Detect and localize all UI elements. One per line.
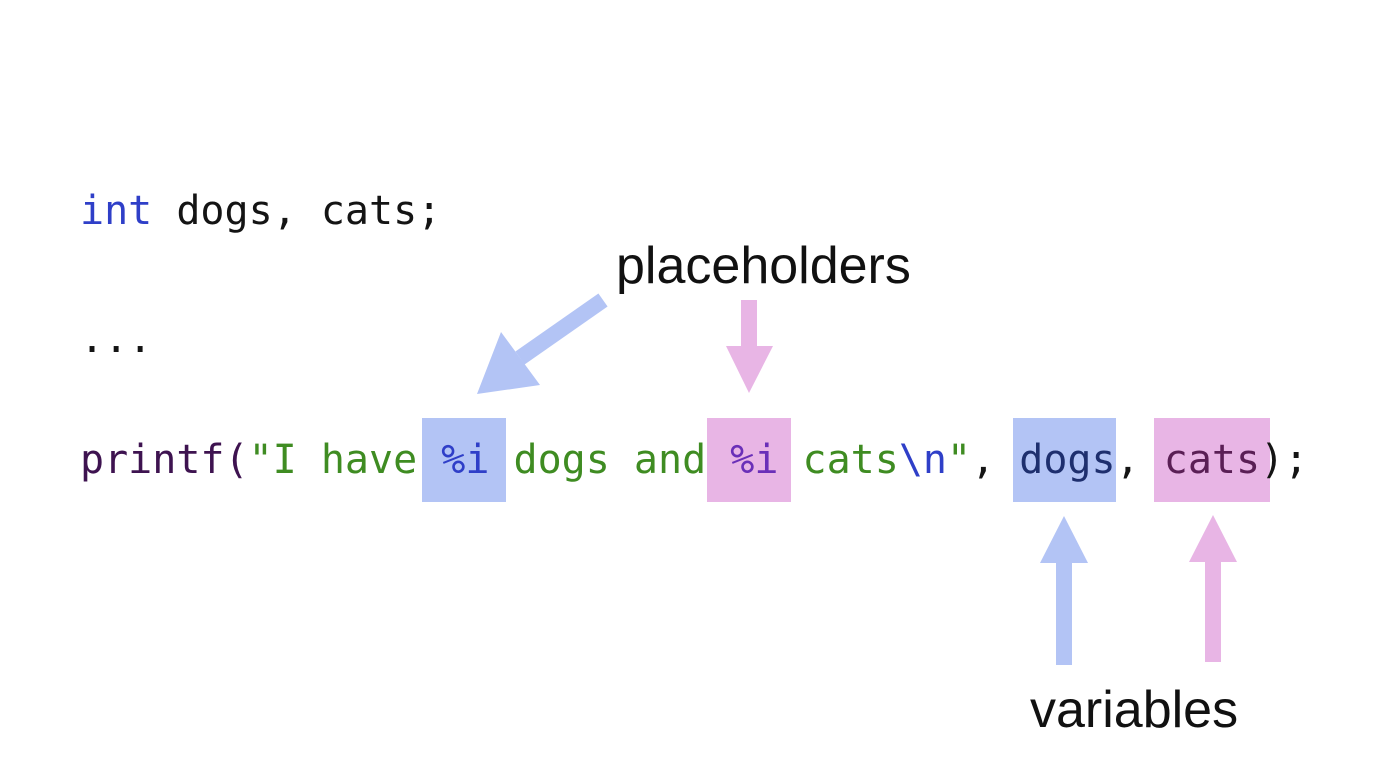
string-end: cats [778,437,899,483]
variable-dogs: dogs [1019,437,1116,483]
variable-dogs-highlight [1013,418,1116,502]
printf-function: printf( [80,437,249,483]
placeholder-2-arrow [726,300,773,393]
placeholder-2-highlight [707,418,791,502]
declaration-line: int dogs, cats; [80,187,441,235]
string-close-quote: " [947,437,972,483]
string-mid: dogs and [489,437,731,483]
placeholder-1-arrow [477,293,608,394]
argument-separator-1: , [971,437,1020,483]
declaration-rest: dogs, cats; [152,188,442,234]
printf-close: ); [1260,437,1309,483]
placeholders-label: placeholders [616,237,911,295]
string-start: "I have [248,437,442,483]
ellipsis-line: ... [80,316,153,362]
placeholder-2: %i [730,437,779,483]
variable-cats: cats [1163,437,1261,483]
printf-line: printf("I have %i dogs and %i cats\n", d… [80,436,1308,484]
variable-cats-highlight [1154,418,1270,502]
argument-separator-2: , [1115,437,1164,483]
int-keyword: int [80,188,153,234]
placeholder-1: %i [441,437,490,483]
variable-dogs-arrow [1040,516,1088,665]
variable-cats-arrow [1189,515,1237,662]
placeholder-1-highlight [422,418,506,502]
variables-label: variables [1030,681,1239,739]
newline-escape: \n [898,437,947,483]
